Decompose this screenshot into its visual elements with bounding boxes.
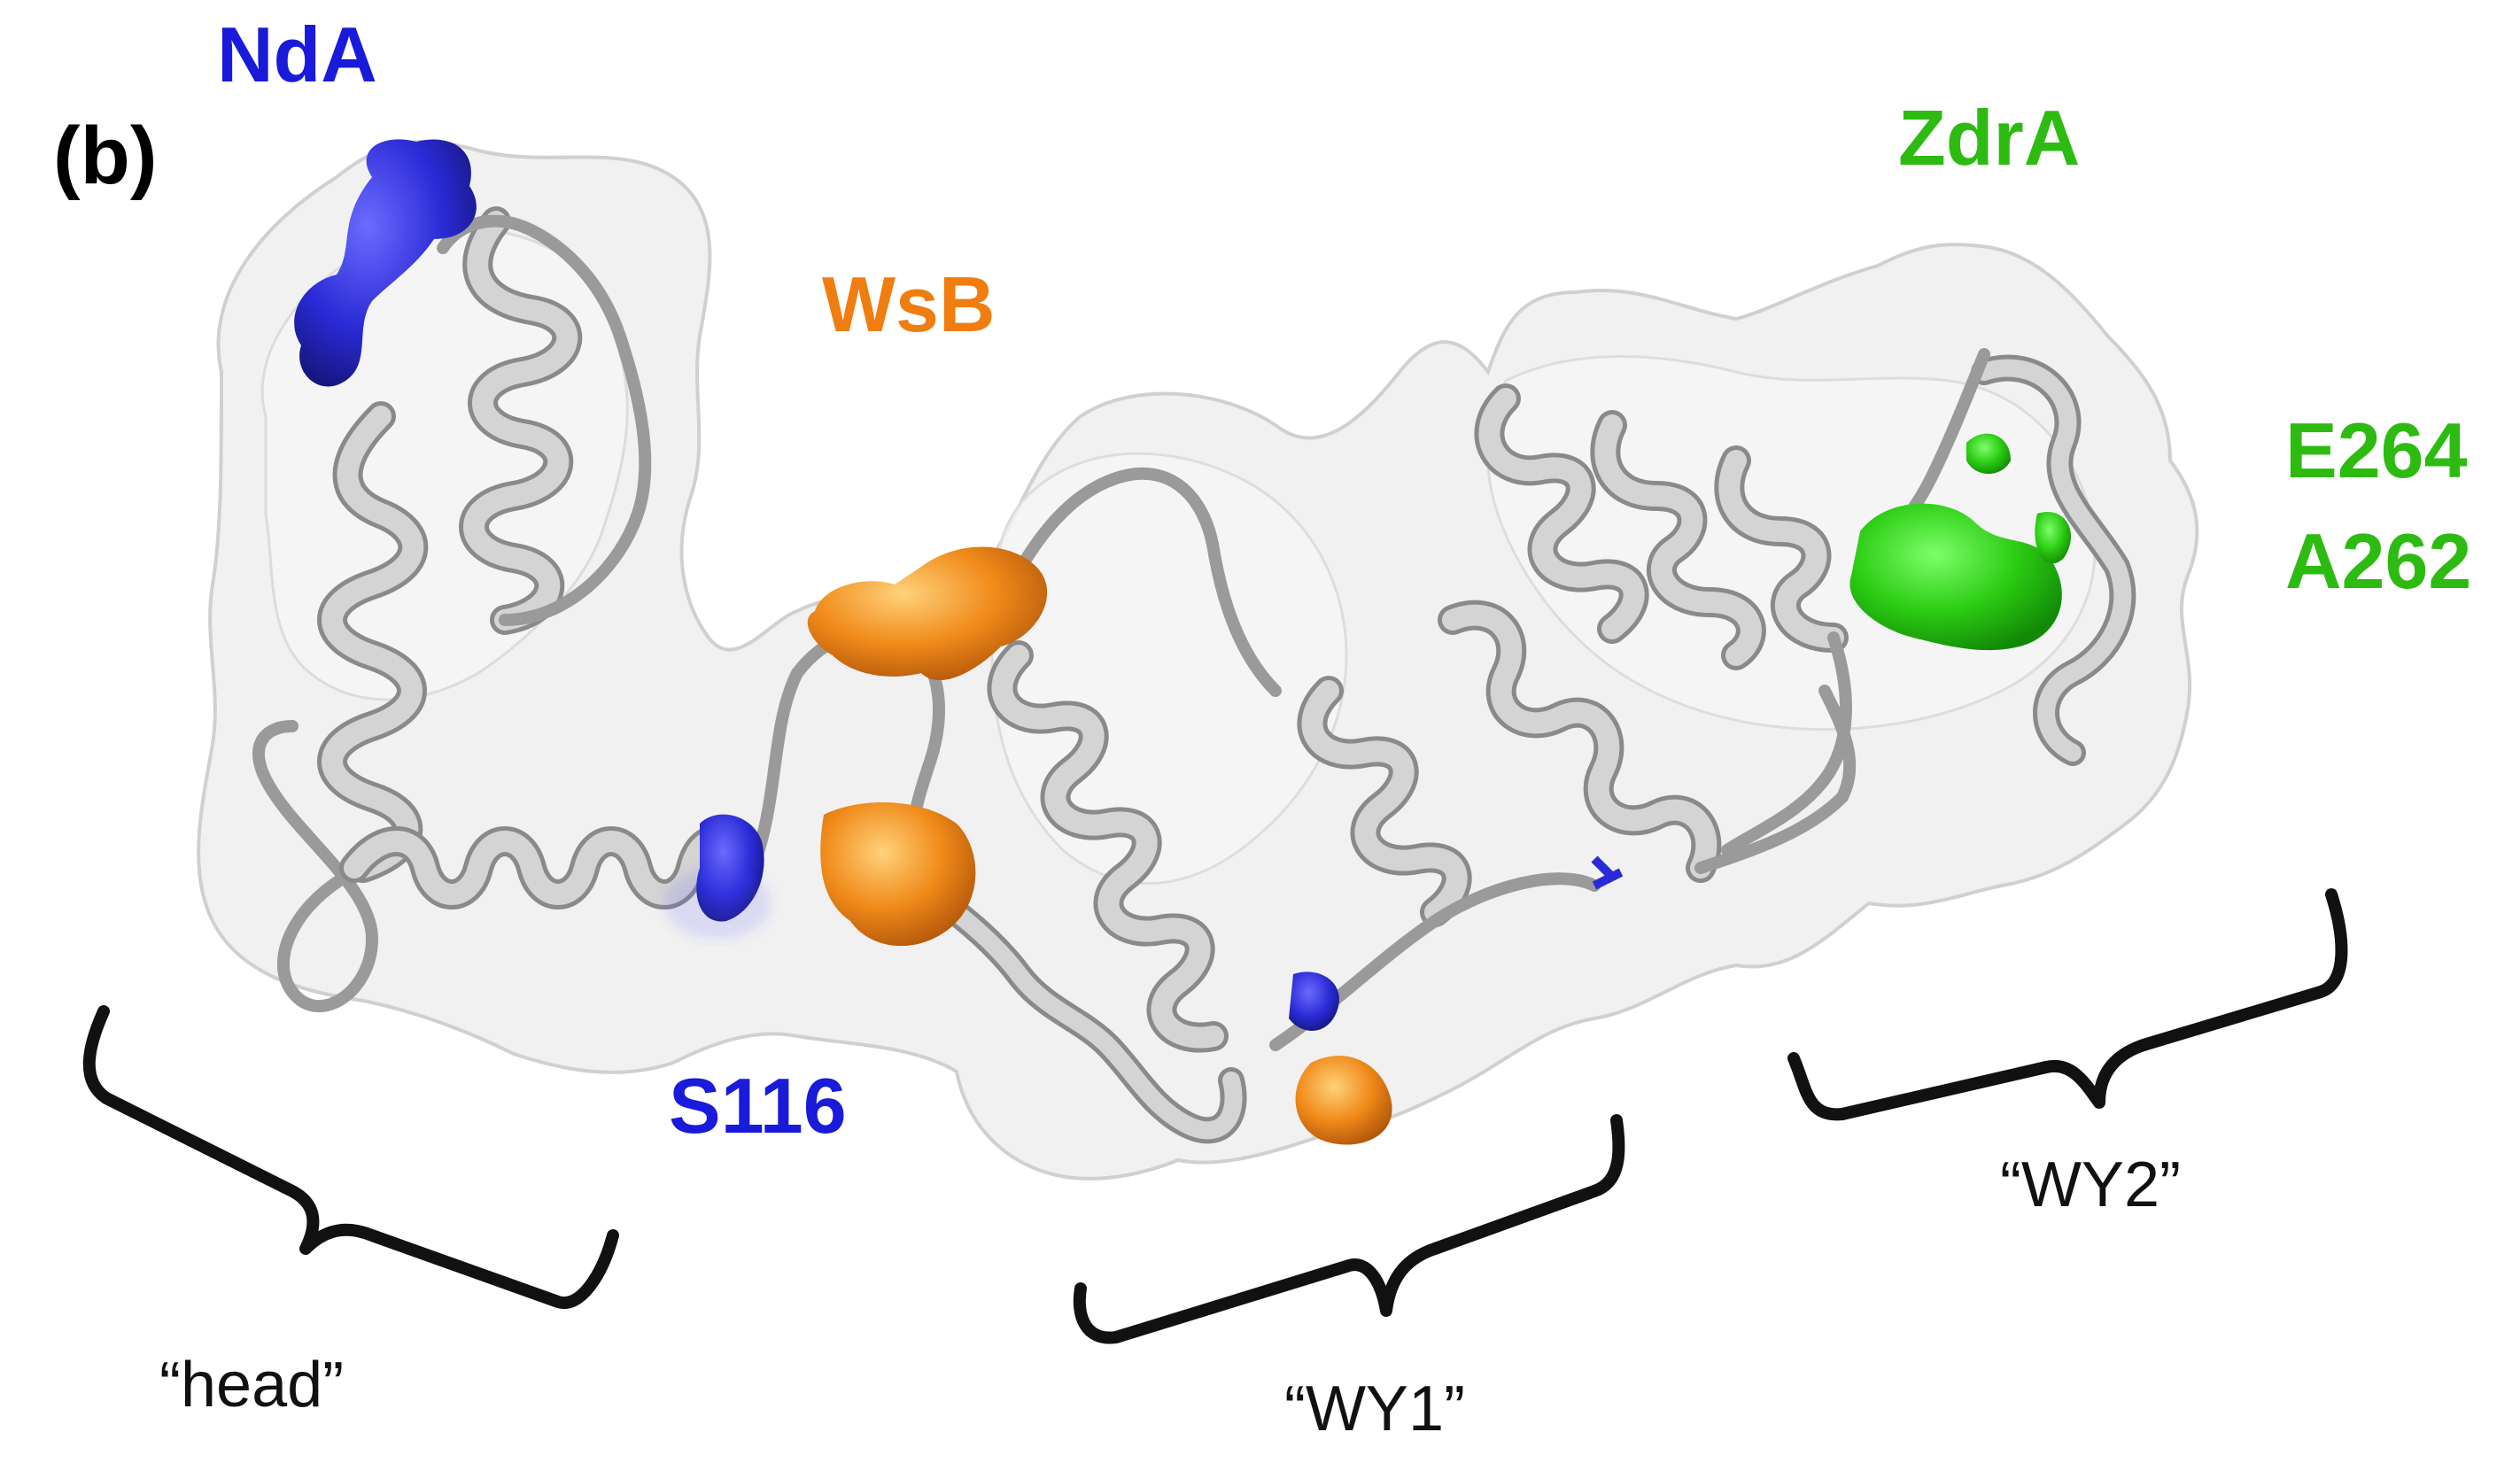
residue-blue-wy1 [1289, 855, 1624, 1031]
residue-label-nda: NdA [217, 11, 377, 98]
bracket-head [82, 1005, 619, 1309]
region-label-wy1: “WY1” [1284, 1374, 1465, 1444]
bracket-wy2 [1787, 888, 2348, 1121]
region-label-head: “head” [159, 1350, 345, 1420]
residue-label-s116: S116 [669, 1062, 847, 1150]
ribbon-cartoon [252, 206, 2136, 1144]
residue-label-a262: A262 [2285, 517, 2472, 605]
residue-label-zdra: ZdrA [1898, 94, 2081, 182]
panel-label: (b) [53, 111, 158, 201]
region-label-wy2: “WY2” [2000, 1150, 2181, 1220]
residue-label-wsb: WsB [822, 260, 996, 348]
residue-zdra-green [1849, 433, 2072, 651]
bracket-wy1 [1073, 1114, 1625, 1344]
residue-s116-blue [664, 814, 771, 939]
residue-nda-blue [294, 139, 477, 387]
residue-label-e264: E264 [2285, 406, 2468, 494]
residue-wsb-orange [807, 546, 1048, 947]
residue-orange-wy1 [1295, 1056, 1392, 1145]
